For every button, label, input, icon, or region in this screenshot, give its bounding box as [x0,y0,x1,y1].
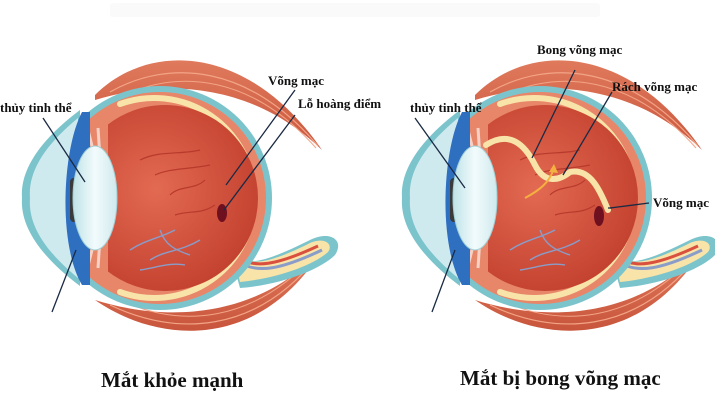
faint-watermark [110,3,600,17]
caption-detached-retina: Mắt bị bong võng mạc [460,366,661,390]
label-lens-left: thủy tinh thể [0,100,72,115]
label-lens-right: thủy tinh thể [410,100,482,115]
detached-retina-eye-illustration [402,60,715,330]
label-detachment: Bong võng mạc [537,42,623,57]
label-macular-hole: Lỗ hoàng điểm [298,96,382,111]
macula-spot [217,204,227,222]
label-retina-right: Võng mạc [653,195,709,210]
healthy-eye-illustration [22,60,338,330]
label-retina-left: Võng mạc [268,73,324,88]
macula-spot [594,206,604,226]
label-tear: Rách võng mạc [612,79,698,94]
caption-healthy-eye: Mắt khỏe mạnh [101,368,244,392]
